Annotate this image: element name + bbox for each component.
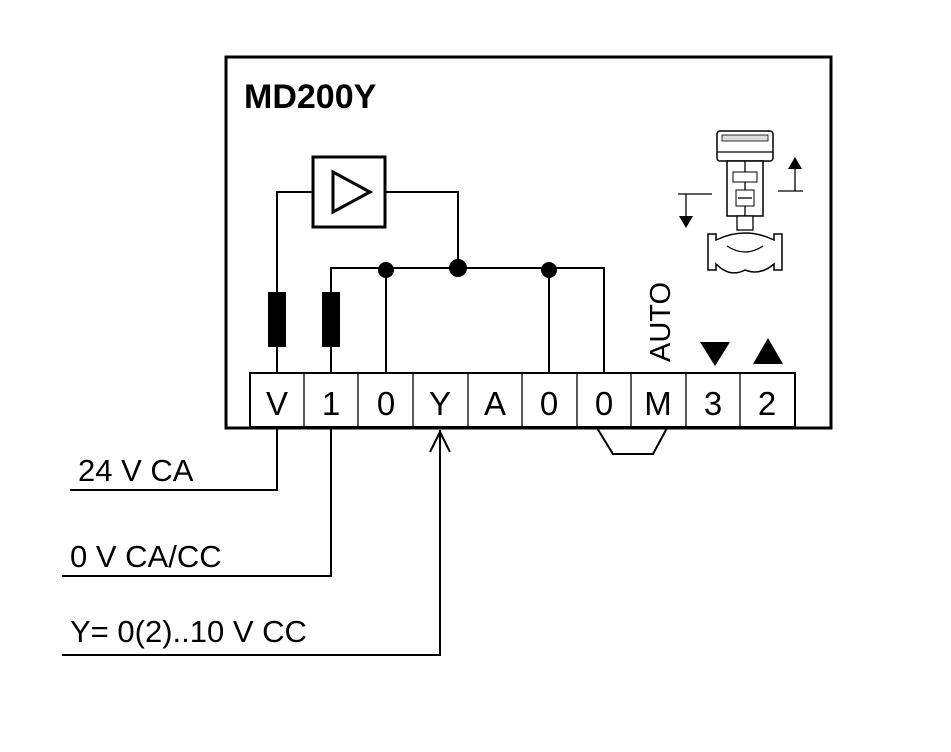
terminal-label: 1 bbox=[322, 385, 340, 422]
terminal-label: 3 bbox=[704, 385, 722, 422]
resistor-1 bbox=[322, 292, 340, 347]
terminal-label: 0 bbox=[540, 385, 558, 422]
terminal-label: V bbox=[266, 385, 288, 422]
terminal-label: A bbox=[484, 385, 506, 422]
valve-actuator-icon bbox=[678, 130, 803, 274]
amplifier-box bbox=[311, 155, 387, 229]
terminal-label: 0 bbox=[377, 385, 395, 422]
switch-notch bbox=[596, 427, 668, 455]
amplifier-block bbox=[311, 155, 387, 229]
resistor-v bbox=[268, 292, 286, 347]
terminal-label: Y bbox=[429, 385, 451, 422]
triangle-up-icon bbox=[753, 338, 783, 364]
junction-dot bbox=[378, 262, 394, 278]
terminal-label: 2 bbox=[758, 385, 776, 422]
junction-dot bbox=[449, 259, 467, 277]
wire-24v bbox=[70, 427, 278, 491]
wire-0v bbox=[62, 427, 332, 577]
triangle-down-icon bbox=[700, 342, 730, 366]
arrow-up-icon bbox=[429, 429, 451, 453]
wire-label: 0 V CA/CC bbox=[70, 539, 222, 574]
internal-wiring bbox=[268, 191, 605, 373]
wire-label: Y= 0(2)..10 V CC bbox=[70, 614, 307, 649]
device-model-title: MD200Y bbox=[244, 78, 377, 116]
wire-y-signal bbox=[62, 430, 441, 656]
terminal-label: 0 bbox=[595, 385, 613, 422]
amplifier-icon bbox=[331, 169, 374, 215]
external-wiring bbox=[62, 427, 451, 656]
terminal-label: M bbox=[644, 385, 672, 422]
wire-label: 24 V CA bbox=[78, 453, 194, 488]
mode-label-auto: AUTO bbox=[645, 282, 677, 362]
terminal-strip: V 1 0 Y A 0 0 M 3 2 bbox=[249, 372, 796, 428]
junction-dot bbox=[541, 262, 557, 278]
